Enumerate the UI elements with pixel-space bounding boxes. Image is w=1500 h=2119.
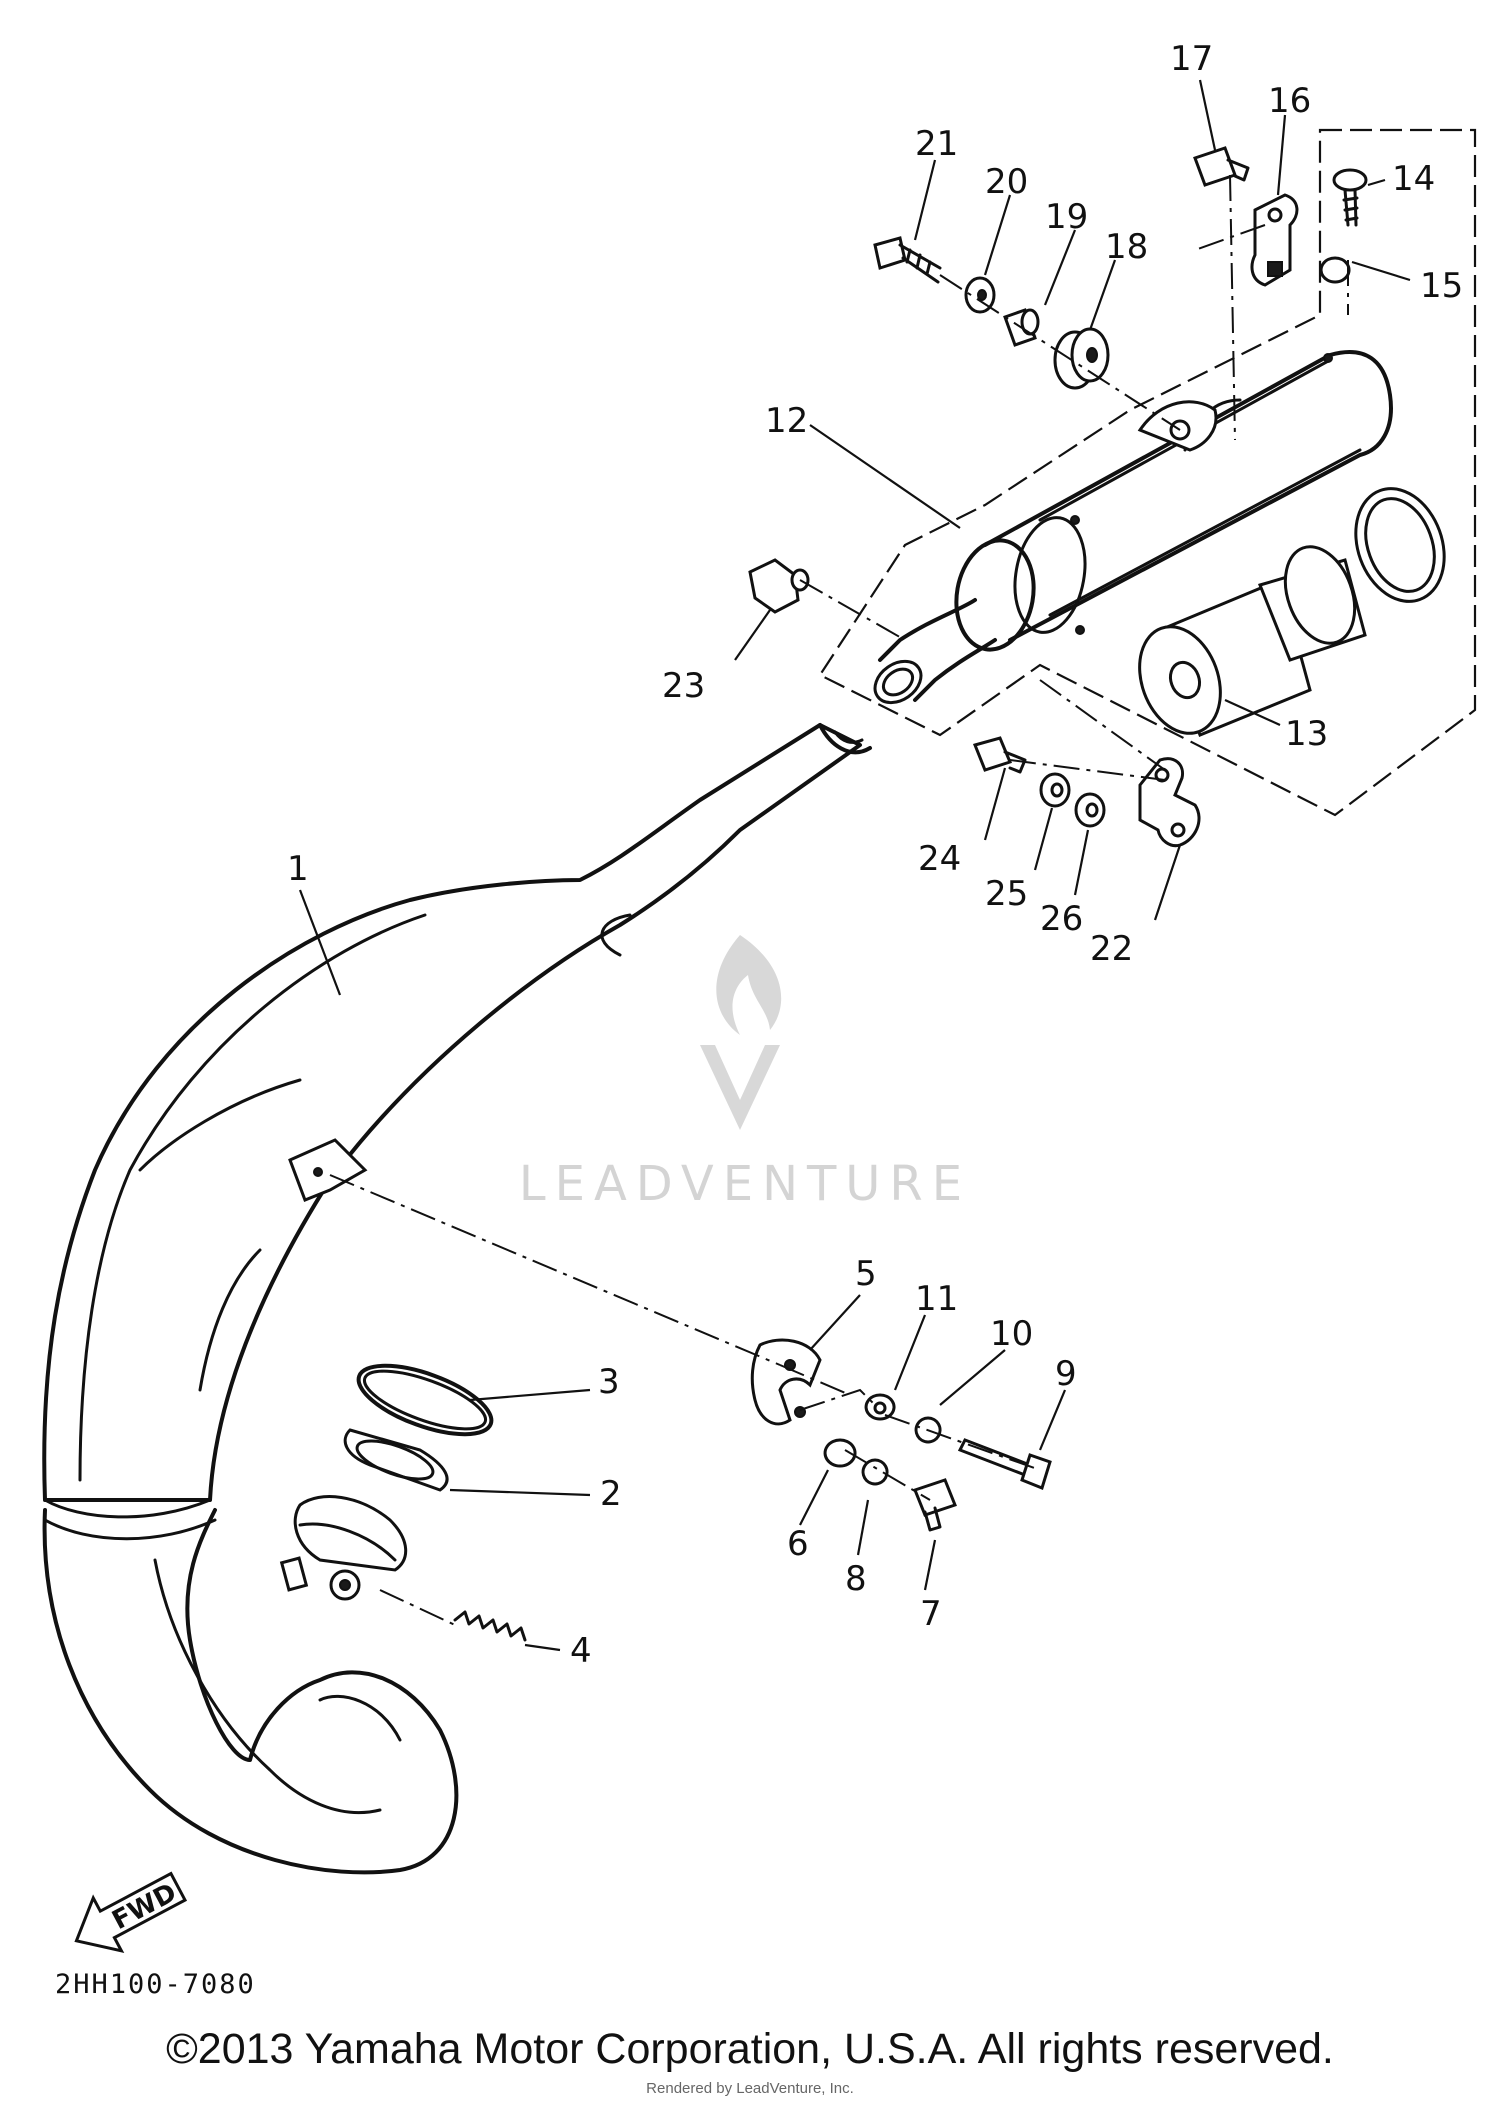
copyright-notice: ©2013 Yamaha Motor Corporation, U.S.A. A… [166, 2025, 1334, 2073]
label-part-15: 15 [1420, 266, 1463, 306]
upper-hardware [873, 146, 1368, 390]
label-part-20: 20 [985, 162, 1028, 202]
label-part-24: 24 [918, 839, 961, 879]
label-part-17: 17 [1170, 39, 1213, 79]
label-part-13: 13 [1285, 714, 1328, 754]
part-labels: 1 2 3 4 5 6 7 8 9 10 11 12 13 14 15 16 1… [287, 39, 1463, 1671]
front-flange-assembly [279, 1363, 527, 1642]
assembly-lines [329, 174, 1349, 1626]
silencer-bracket-hardware [748, 558, 1201, 848]
watermark-logo: LEADVENTURE [519, 935, 971, 1212]
label-part-1: 1 [287, 849, 309, 889]
leader-lines [298, 79, 1411, 1652]
rendered-by-notice: Rendered by LeadVenture, Inc. [646, 2080, 854, 2097]
label-part-8: 8 [845, 1559, 867, 1599]
label-part-7: 7 [920, 1594, 942, 1634]
label-part-5: 5 [855, 1254, 877, 1294]
forward-direction-arrow: FWD [74, 1871, 188, 1954]
label-part-19: 19 [1045, 197, 1088, 237]
label-part-11: 11 [915, 1279, 958, 1319]
chamber-bracket-hardware [750, 1338, 1052, 1532]
silencer-assembly [818, 128, 1477, 817]
label-part-25: 25 [985, 874, 1028, 914]
silencer-packing [1138, 487, 1446, 737]
label-part-18: 18 [1105, 227, 1148, 267]
label-part-26: 26 [1040, 899, 1083, 939]
label-part-21: 21 [915, 124, 958, 164]
diagram-code: 2HH100-7080 [55, 1969, 256, 2000]
label-part-3: 3 [598, 1362, 620, 1402]
expansion-chamber [42, 723, 872, 1875]
label-part-23: 23 [662, 666, 705, 706]
watermark-text: LEADVENTURE [519, 1156, 971, 1212]
label-part-16: 16 [1268, 81, 1311, 121]
label-part-4: 4 [570, 1631, 592, 1671]
label-part-2: 2 [600, 1474, 622, 1514]
label-part-22: 22 [1090, 929, 1133, 969]
label-part-12: 12 [765, 401, 808, 441]
label-part-14: 14 [1392, 159, 1435, 199]
label-part-6: 6 [787, 1524, 809, 1564]
label-part-9: 9 [1055, 1354, 1077, 1394]
label-part-10: 10 [990, 1314, 1033, 1354]
